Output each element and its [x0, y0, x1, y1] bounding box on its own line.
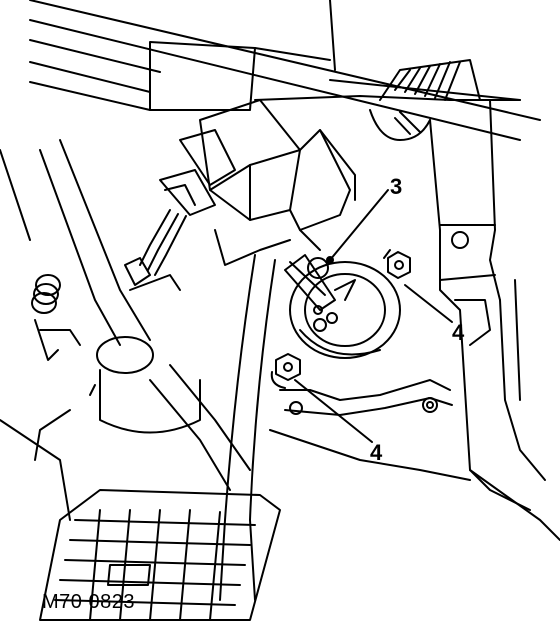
upper-right-bracket	[369, 59, 481, 141]
nut-lower-left	[270, 353, 301, 389]
mounting-plate	[279, 379, 453, 416]
right-pedal-arm	[429, 99, 546, 511]
nut-upper-right	[383, 249, 411, 279]
floor-outline	[269, 429, 560, 541]
left-pedal-arm	[0, 139, 251, 491]
callout-leaders	[294, 189, 453, 443]
figure-code: M70 0823	[42, 591, 135, 613]
cylinder-body	[284, 254, 401, 359]
mounting-bracket	[214, 129, 356, 266]
return-spring	[31, 274, 61, 361]
pedal-pad	[0, 419, 281, 621]
pedal-stalk	[219, 254, 276, 601]
callout-4-lower: 4	[370, 440, 383, 465]
switch-connector	[124, 99, 301, 291]
dashboard-outline	[29, 0, 541, 141]
callout-4-upper: 4	[452, 320, 465, 345]
callout-3: 3	[390, 174, 402, 199]
